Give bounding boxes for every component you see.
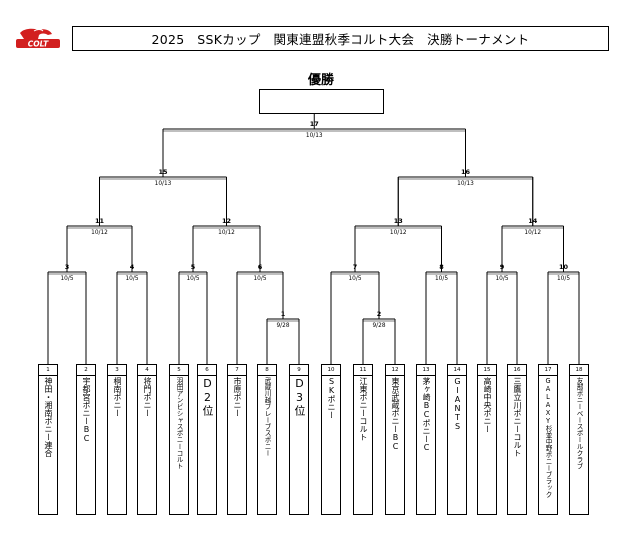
team-seed: 2 (77, 365, 95, 376)
team-seed: 9 (290, 365, 308, 376)
team-name: GIANTS (453, 377, 462, 431)
match-number: 7 (352, 263, 358, 271)
match-number: 17 (309, 120, 319, 128)
match-date: 10/12 (524, 230, 542, 236)
match-date: 9/28 (372, 323, 386, 329)
team-name: 友部ポニーベースボールクラブ (575, 377, 583, 470)
match-number: 1 (280, 310, 286, 318)
team-seed: 12 (386, 365, 404, 376)
match-number: 15 (158, 168, 168, 176)
team-name: 江東ポニーコルト (359, 377, 368, 441)
team-seed: 18 (570, 365, 588, 376)
match-date: 10/13 (305, 133, 323, 139)
match-date: 9/28 (276, 323, 290, 329)
team-name: 高崎中央ポニー (483, 377, 492, 433)
match-date: 10/5 (495, 276, 509, 282)
team-seed: 10 (322, 365, 340, 376)
match-number: 12 (221, 217, 232, 225)
match-date: 10/5 (348, 276, 362, 282)
colt-logo: COLT (16, 28, 60, 49)
match-number: 2 (376, 310, 382, 318)
team-name: 茅ヶ崎BCポニーC (422, 377, 431, 452)
match-number: 14 (528, 217, 538, 225)
match-number: 8 (439, 263, 444, 271)
team-name: 神田・湘南ポニー連合 (44, 377, 53, 457)
team-seed: 6 (198, 365, 216, 376)
team-name: 東京武蔵ポニーBC (391, 377, 400, 451)
team-seed: 1 (39, 365, 57, 376)
match-date: 10/5 (253, 276, 267, 282)
team-name: 将門ポニー (143, 377, 152, 417)
team-name: SKポニー (327, 377, 336, 419)
page-title-text: 2025 SSKカップ 関東連盟秋季コルト大会 決勝トーナメント (151, 32, 530, 47)
match-date: 10/5 (186, 276, 200, 282)
match-number: 11 (94, 217, 105, 225)
team-seed: 15 (478, 365, 496, 376)
team-seed: 4 (138, 365, 156, 376)
team-seed: 14 (448, 365, 466, 376)
team-seed: 17 (539, 365, 557, 376)
champion-box (259, 89, 384, 114)
match-date: 10/5 (60, 276, 74, 282)
match-number: 3 (64, 263, 70, 271)
team-name: 市原ポニー (233, 377, 242, 417)
match-number: 4 (129, 263, 135, 271)
match-date: 10/5 (556, 276, 571, 282)
match-date: 10/13 (154, 181, 172, 187)
team-name: 宇都宮ポニーBC (82, 377, 91, 443)
page-title: 2025 SSKカップ 関東連盟秋季コルト大会 決勝トーナメント (72, 26, 609, 51)
match-number: 6 (257, 263, 263, 271)
match-number: 10 (558, 263, 569, 271)
match-number: 16 (460, 168, 471, 176)
champion-label: 優勝 (307, 73, 334, 88)
team-seed: 7 (228, 365, 246, 376)
team-name: 武蔵川越ブレーブスポニー (263, 377, 271, 457)
match-number: 5 (190, 263, 196, 271)
team-seed: 8 (258, 365, 276, 376)
match-date: 10/12 (389, 230, 407, 236)
team-name: D2位 (201, 377, 214, 417)
team-seed: 13 (417, 365, 435, 376)
match-date: 10/12 (218, 230, 235, 236)
logo-text: COLT (28, 40, 49, 49)
team-seed: 3 (108, 365, 126, 376)
team-seed: 16 (508, 365, 526, 376)
match-date: 10/12 (91, 230, 108, 236)
team-name: 羽田アンビシャスポニーコルト (175, 377, 183, 470)
match-date: 10/5 (125, 276, 139, 282)
team-name: D3位 (293, 377, 306, 417)
team-name: 三鷹立川ポニーコルト (513, 377, 522, 457)
match-number: 13 (393, 217, 403, 225)
team-seed: 5 (170, 365, 188, 376)
match-date: 10/5 (434, 276, 449, 282)
match-date: 10/13 (457, 181, 474, 187)
match-number: 9 (499, 263, 505, 271)
team-name: 桐南ポニー (113, 377, 122, 417)
team-name: GALAXY杉並中野ポニーブラック (544, 377, 552, 498)
team-seed: 11 (354, 365, 372, 376)
